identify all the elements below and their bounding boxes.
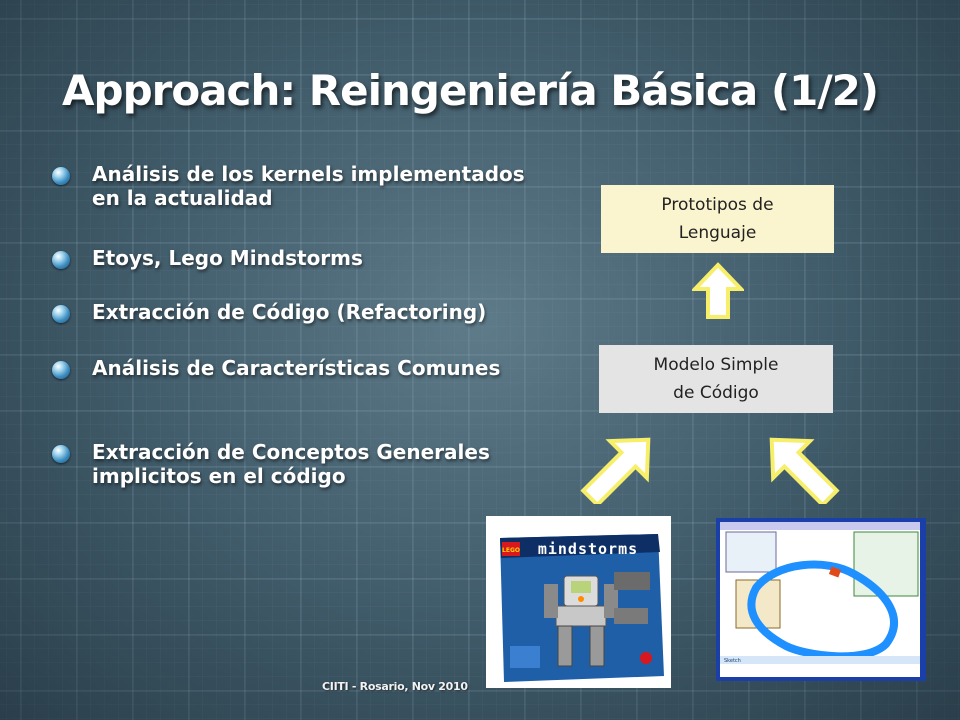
lego-mindstorms-photo: LEGO mindstorms [486,516,671,688]
etoys-illustration: Sketch [716,518,926,681]
bullet-globe-icon [52,445,70,463]
modelo-line1: Modelo Simple [653,355,779,375]
bullet-text: Extracción de Código (Refactoring) [92,300,487,324]
etoys-screenshot: Sketch [716,518,926,681]
bullet-globe-icon [52,251,70,269]
lego-logo: LEGO [502,547,520,554]
bullet-globe-icon [52,361,70,379]
prototipos-line1: Prototipos de [661,195,774,215]
modelo-line2: de Código [673,383,759,403]
up-arrow-icon [692,262,744,319]
bullet-item: Análisis de Características Comunes [52,356,552,380]
bullet-text: Extracción de Conceptos Generales implic… [92,440,490,488]
bullet-item: Etoys, Lego Mindstorms [52,246,552,270]
bullet-globe-icon [52,305,70,323]
lego-box-illustration: LEGO mindstorms [486,516,671,688]
diagonal-arrow-up-left-icon [769,437,840,504]
footer-text: CIITI - Rosario, Nov 2010 [322,680,468,693]
bullet-text: Etoys, Lego Mindstorms [92,246,363,270]
bullet-text: Análisis de los kernels implementados en… [92,162,525,210]
bullet-globe-icon [52,167,70,185]
bullet-item: Extracción de Conceptos Generales implic… [52,440,552,488]
bullet-text: Análisis de Características Comunes [92,356,501,380]
prototipos-line2: Lenguaje [678,223,757,243]
bullet-item: Extracción de Código (Refactoring) [52,300,552,324]
modelo-box: Modelo Simple de Código [599,345,833,413]
diagonal-arrow-up-right-icon [580,437,651,504]
mindstorms-wordmark: mindstorms [538,540,638,558]
slide-title: Approach: Reingeniería Básica (1/2) [62,66,879,115]
etoys-sketch-label: Sketch [724,658,741,664]
prototipos-box: Prototipos de Lenguaje [601,185,834,253]
bullet-item: Análisis de los kernels implementados en… [52,162,552,210]
